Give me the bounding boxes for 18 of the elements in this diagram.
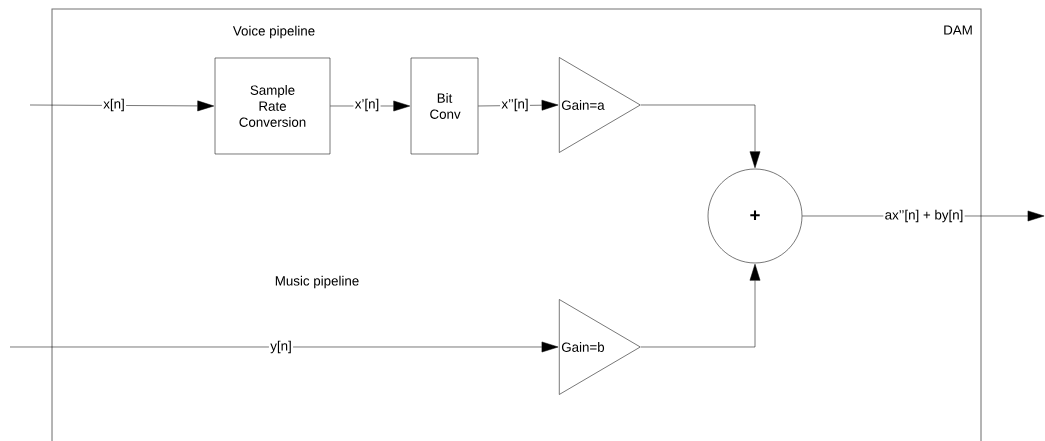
arrow [330,100,411,112]
arrow [29,100,215,112]
edge-label: y[n] [268,339,294,355]
edge-label: ax’’[n] + by[n] [883,208,965,224]
amplifier-triangle: Gain=a [559,57,641,153]
arrow [640,263,761,348]
amplifier-triangle: Gain=b [559,299,641,395]
edge-label: x[n] [101,97,127,113]
section-label: Music pipeline [275,275,359,289]
arrow [9,341,559,353]
edge-label: x’[n] [353,97,381,113]
arrow [640,104,761,169]
edge-label: x’’[n] [500,97,530,113]
arrow [478,99,559,111]
section-label: Voice pipeline [232,25,315,39]
summing-junction: + [707,168,803,264]
process-box: Bit Conv [410,57,479,155]
process-box: Sample Rate Conversion [214,57,331,155]
